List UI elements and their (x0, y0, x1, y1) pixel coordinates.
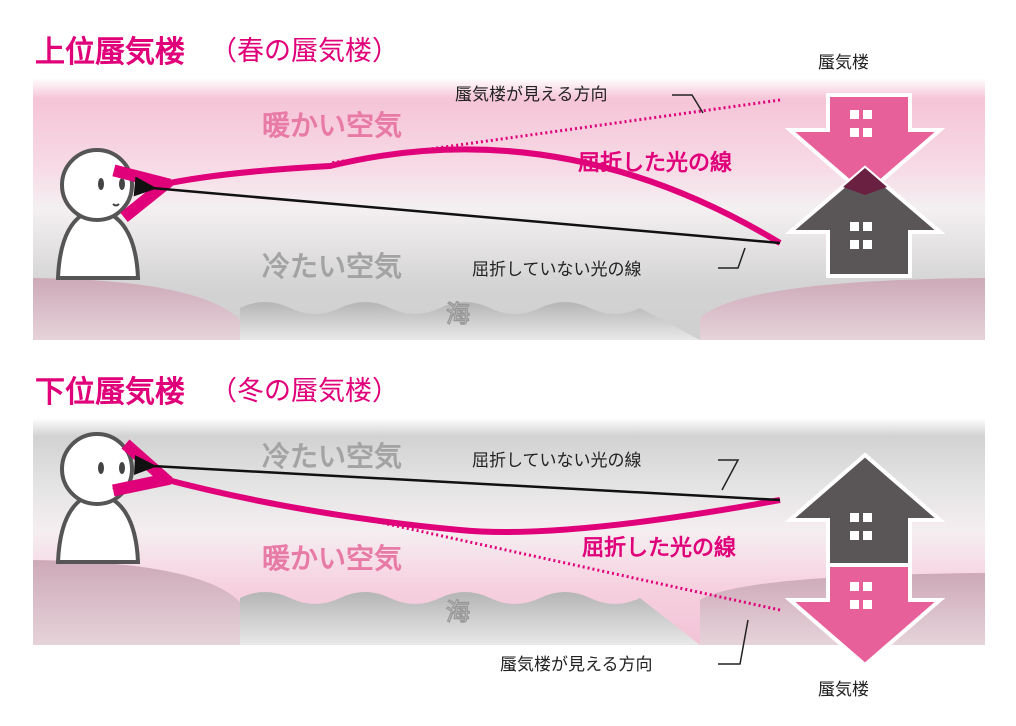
windows (850, 110, 872, 249)
warm-air-label: 暖かい空気 (262, 542, 402, 575)
refracted-light-line (160, 478, 781, 535)
refracted-label: 屈折した光の線 (578, 150, 732, 176)
superior-mirage-panel: 上位蜃気楼 （春の蜃気楼） 蜃気楼 海 暖かい空気 冷たい空気 屈折した光の線 … (33, 35, 985, 340)
sea (240, 592, 700, 645)
mirage-label: 蜃気楼 (818, 53, 869, 73)
apparent-direction-line (329, 98, 781, 165)
leader-line (718, 619, 749, 665)
unrefracted-label: 屈折していない光の線 (472, 260, 642, 280)
inferior-mirage-panel: 下位蜃気楼 （冬の蜃気楼） 海 冷たい空気 暖かい空気 蜃気楼 屈折した光の線 … (33, 375, 985, 700)
windows (850, 513, 872, 609)
refracted-light-line (160, 146, 782, 246)
refracted-label: 屈折した光の線 (582, 535, 736, 561)
sea-label: 海 (446, 598, 470, 626)
panel-subtitle: （冬の蜃気楼） (210, 376, 399, 407)
direction-label: 蜃気楼が見える方向 (455, 85, 608, 105)
mirage-house-inverted (784, 93, 946, 198)
unrefracted-light-line (133, 455, 781, 502)
leader-line (672, 94, 704, 114)
cold-air-label: 冷たい空気 (262, 440, 402, 473)
unrefracted-light-line (133, 176, 781, 245)
direction-label: 蜃気楼が見える方向 (500, 655, 653, 675)
sea (240, 302, 700, 340)
panel-subtitle: （春の蜃気楼） (210, 36, 399, 67)
left-land (33, 560, 240, 645)
leader-line (718, 247, 746, 269)
warm-air-label: 暖かい空気 (262, 109, 402, 142)
panel-title: 下位蜃気楼 (35, 375, 185, 410)
panel-title: 上位蜃気楼 (35, 35, 185, 70)
mirage-label: 蜃気楼 (818, 680, 869, 700)
right-land (700, 278, 985, 340)
mirage-house-inverted (784, 563, 946, 668)
leader-line (718, 459, 740, 491)
unrefracted-label: 屈折していない光の線 (472, 451, 642, 471)
left-land (33, 278, 240, 340)
apparent-direction-line (359, 516, 781, 612)
cold-air-label: 冷たい空気 (262, 250, 402, 283)
sea-label: 海 (446, 300, 470, 328)
